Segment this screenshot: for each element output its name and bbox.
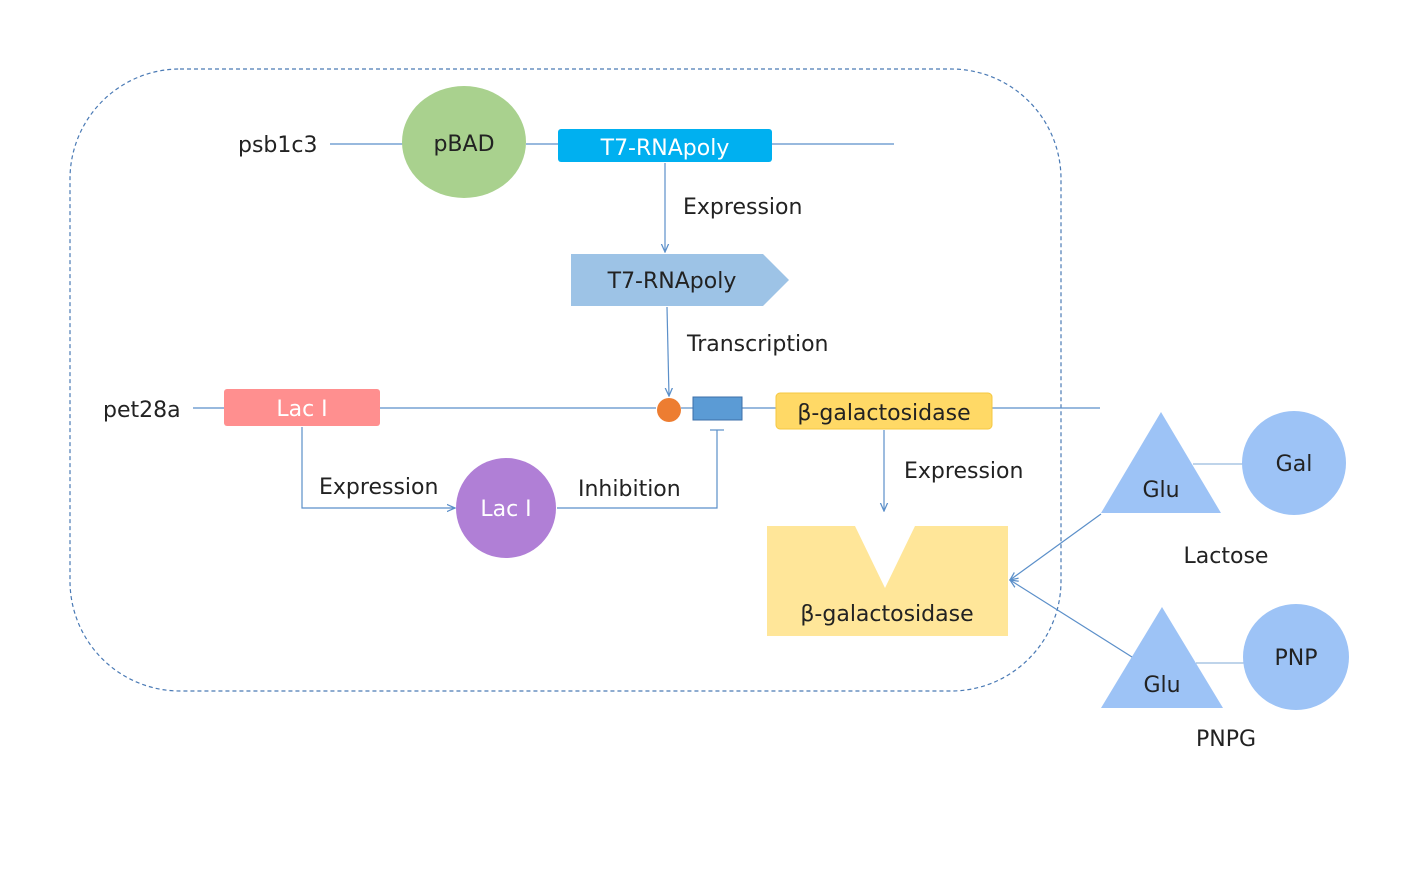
lactose-label: Lactose bbox=[1184, 544, 1269, 569]
t7-rnapoly-gene-label: T7-RNApoly bbox=[600, 136, 730, 161]
laci-protein-label: Lac I bbox=[480, 497, 531, 522]
pnpg-label: PNPG bbox=[1196, 727, 1256, 752]
t7-rnapoly-protein bbox=[571, 254, 789, 306]
t7-rnapoly-gene bbox=[558, 129, 772, 162]
transcription-arrow bbox=[667, 306, 669, 396]
lac-operator bbox=[692, 396, 743, 421]
lactose-glu-triangle bbox=[1101, 412, 1221, 513]
pbad-label: pBAD bbox=[433, 132, 494, 157]
t7-rnapoly-protein-label: T7-RNApoly bbox=[607, 269, 737, 294]
lactose-gal-label: Gal bbox=[1276, 452, 1313, 477]
pnpg-pnp-circle bbox=[1243, 604, 1349, 710]
beta-galactosidase-protein bbox=[767, 526, 1008, 636]
cell-boundary bbox=[69, 68, 1062, 692]
t7-expression-label: Expression bbox=[683, 195, 802, 220]
laci-gene-label: Lac I bbox=[276, 397, 327, 422]
laci-protein bbox=[456, 458, 556, 558]
inhibition-label: Inhibition bbox=[578, 477, 681, 502]
lactose-gal-circle bbox=[1242, 411, 1346, 515]
laci-gene bbox=[224, 389, 380, 426]
pnpg-pnp-label: PNP bbox=[1275, 646, 1318, 671]
beta-galactosidase-gene-label: β-galactosidase bbox=[797, 401, 970, 426]
pnpg-to-enzyme-arrow bbox=[1010, 580, 1133, 658]
inhibition-connector bbox=[557, 430, 718, 509]
pnpg-glu-label: Glu bbox=[1143, 673, 1180, 698]
pbad-promoter bbox=[402, 86, 526, 198]
psb1c3-label: psb1c3 bbox=[238, 133, 317, 158]
lactose-glu-label: Glu bbox=[1142, 478, 1179, 503]
beta-galactosidase-gene bbox=[775, 392, 993, 430]
enzyme-expression-label: Expression bbox=[904, 459, 1023, 484]
laci-expression-arrow bbox=[301, 427, 455, 508]
laci-expression-label: Expression bbox=[319, 475, 438, 500]
t7-promoter-dot bbox=[657, 398, 681, 422]
pet28a-label: pet28a bbox=[103, 398, 181, 423]
beta-galactosidase-protein-label: β-galactosidase bbox=[800, 602, 973, 627]
transcription-label: Transcription bbox=[686, 332, 829, 357]
lactose-to-enzyme-arrow bbox=[1010, 513, 1102, 580]
pnpg-glu-triangle bbox=[1101, 607, 1223, 708]
